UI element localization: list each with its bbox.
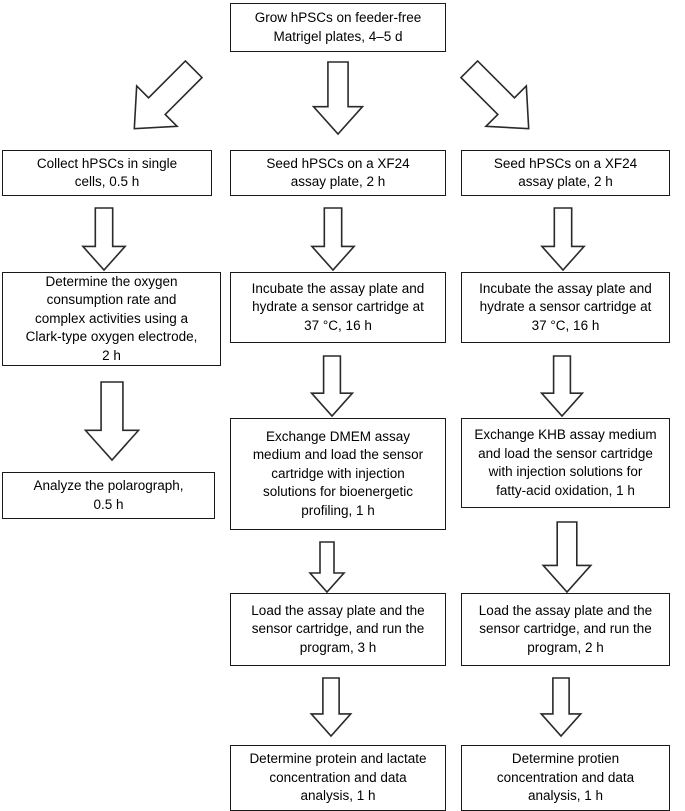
node-left-3: Analyze the polarograph, 0.5 h — [2, 472, 215, 519]
node-mid-1: Seed hPSCs on a XF24 assay plate, 2 h — [230, 150, 446, 196]
arrow-down-left-start — [105, 40, 224, 159]
arrow-down-mid-2 — [302, 355, 362, 418]
node-mid-3: Exchange DMEM assay medium and load the … — [230, 418, 446, 530]
arrow-down-mid-1 — [302, 207, 364, 272]
node-mid-4: Load the assay plate and the sensor cart… — [230, 593, 446, 666]
node-left-2: Determine the oxygen consumption rate an… — [2, 272, 221, 366]
node-start: Grow hPSCs on feeder-free Matrigel plate… — [230, 3, 446, 52]
arrow-down-left-2 — [73, 381, 151, 462]
arrow-down-mid-4 — [302, 677, 360, 738]
node-mid-2: Incubate the assay plate and hydrate a s… — [230, 272, 446, 343]
node-right-4: Load the assay plate and the sensor cart… — [461, 593, 670, 666]
arrow-down-start — [302, 61, 374, 136]
arrow-down-right-3 — [532, 521, 602, 594]
arrow-down-right-start — [440, 40, 559, 159]
arrow-down-right-4 — [532, 677, 590, 738]
node-right-5: Determine protien concentration and data… — [461, 745, 670, 811]
arrow-down-mid-3 — [302, 541, 352, 594]
node-right-2: Incubate the assay plate and hydrate a s… — [461, 272, 670, 343]
node-left-1: Collect hPSCs in single cells, 0.5 h — [2, 150, 212, 196]
arrow-down-right-2 — [532, 355, 592, 418]
arrow-down-right-1 — [532, 207, 594, 272]
node-right-1: Seed hPSCs on a XF24 assay plate, 2 h — [461, 150, 670, 196]
node-right-3: Exchange KHB assay medium and load the s… — [461, 418, 670, 508]
arrow-down-left-1 — [73, 207, 135, 272]
node-mid-5: Determine protein and lactate concentrat… — [230, 745, 446, 811]
